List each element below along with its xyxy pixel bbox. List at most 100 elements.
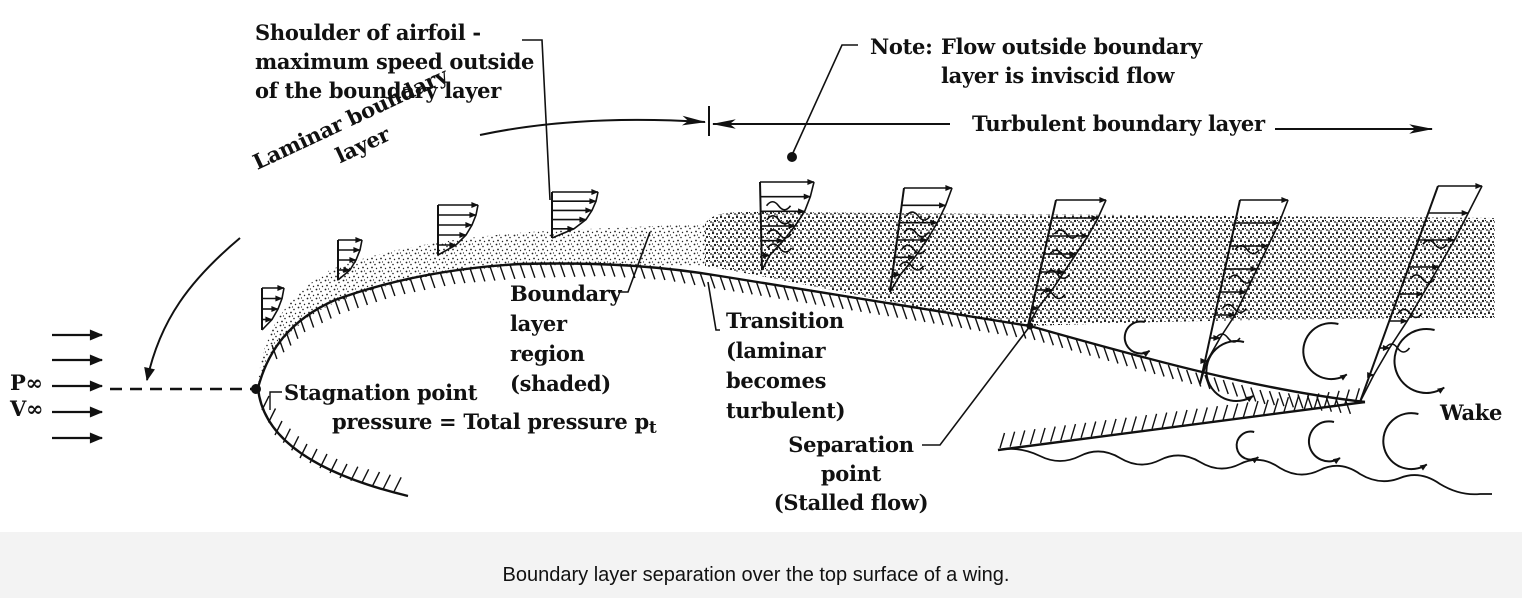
hatch-mark: [1186, 369, 1193, 385]
hatch-mark: [992, 319, 999, 335]
hatch-mark: [1344, 399, 1352, 415]
wake-eddy: [1302, 322, 1348, 381]
laminar-extent-arrow: [479, 115, 707, 136]
hatch-mark: [282, 428, 291, 443]
hatch-mark: [699, 272, 706, 287]
hatch-mark: [299, 443, 308, 459]
hatch-mark: [737, 278, 744, 294]
hatch-mark: [325, 304, 332, 319]
hatch-mark: [819, 291, 826, 307]
hatch-mark: [309, 448, 318, 464]
hatch-mark: [1278, 391, 1285, 407]
hatch-mark: [361, 290, 369, 306]
hatch-mark: [1181, 409, 1188, 426]
hatch-mark: [956, 313, 963, 329]
hatch-mark: [1110, 418, 1117, 435]
hatch-mark: [1242, 402, 1249, 418]
hatch-mark: [983, 318, 990, 333]
freestream-arrows: [52, 329, 104, 444]
hatch-mark: [728, 277, 735, 292]
hatch-mark: [292, 324, 299, 339]
separation-label: Separation point (Stalled flow): [773, 432, 929, 515]
hatch-mark: [1333, 390, 1340, 407]
hatch-mark: [1259, 389, 1266, 405]
hatch-mark: [399, 279, 406, 295]
wake-eddy: [1235, 430, 1259, 464]
wake-label: Wake: [1440, 400, 1503, 425]
hatch-mark: [746, 280, 753, 295]
hatch-mark: [1066, 336, 1073, 351]
hatch-mark: [459, 268, 466, 284]
hatch-mark: [1120, 417, 1127, 433]
hatch-mark: [1161, 412, 1168, 428]
hatch-mark: [1241, 384, 1248, 400]
turbulence-swirl: [1044, 269, 1071, 280]
hatch-mark: [1222, 379, 1229, 395]
hatch-mark: [882, 301, 890, 317]
hatch-mark: [1191, 408, 1198, 424]
profile-envelope: [337, 239, 363, 281]
hatch-mark: [261, 395, 270, 411]
hatch-mark: [569, 262, 576, 277]
hatch-mark: [810, 290, 817, 305]
hatch-mark: [380, 284, 387, 300]
turbulence-swirl: [903, 227, 929, 238]
hatch-mark: [974, 316, 981, 332]
hatch-mark: [1039, 427, 1046, 444]
separation-leader: [922, 325, 1031, 446]
figure-caption: Boundary layer separation over the top s…: [502, 564, 1010, 586]
hatch-mark: [764, 283, 772, 298]
hatch-mark: [649, 265, 656, 280]
turbulence-swirl: [1221, 303, 1248, 314]
turbulent-label: Turbulent boundary layer: [972, 111, 1265, 136]
hatch-mark: [1231, 382, 1239, 397]
hatch-mark: [1176, 367, 1184, 382]
profile-envelope: [889, 187, 953, 293]
turbulence-swirl: [1053, 229, 1080, 239]
hatch-mark: [1195, 372, 1202, 387]
wake-wavy-line: [997, 447, 1492, 496]
surface-hatching: [261, 261, 1361, 492]
hatch-mark: [1112, 349, 1119, 364]
hatch-mark: [1090, 421, 1097, 437]
turbulence-swirl: [901, 244, 927, 255]
hatch-mark: [469, 268, 476, 283]
profile-envelope: [437, 204, 479, 256]
hatch-mark: [937, 310, 944, 326]
turbulence-swirl: [766, 215, 792, 225]
hatch-mark: [1303, 394, 1310, 410]
hatch-mark: [619, 263, 626, 278]
turbulence-swirl: [1234, 244, 1260, 255]
hatch-mark: [639, 264, 646, 279]
turbulence-swirl: [1040, 289, 1066, 300]
hatch-mark: [782, 285, 790, 301]
separated-region: [1030, 318, 1495, 400]
hatch-mark: [1130, 354, 1138, 370]
hatch-mark: [271, 344, 278, 360]
hatch-mark: [343, 296, 350, 312]
profile-envelope: [761, 181, 815, 271]
turbulence-swirl: [1228, 274, 1254, 284]
hatch-mark: [755, 281, 762, 297]
turbulence-swirl: [766, 243, 793, 253]
hatch-mark: [1325, 397, 1333, 412]
hatch-mark: [1273, 398, 1279, 414]
hatch-mark: [409, 277, 416, 293]
hatch-mark: [278, 338, 285, 353]
stagnation-leader: [269, 391, 282, 410]
hatch-mark: [1019, 430, 1026, 446]
hatch-mark: [1202, 407, 1208, 423]
hatch-mark: [1344, 389, 1350, 405]
hatch-mark: [291, 436, 300, 451]
note-prefix: Note:: [870, 34, 933, 59]
hatch-mark: [489, 266, 496, 281]
hatch-mark: [719, 275, 726, 291]
profile-envelope: [1359, 185, 1483, 403]
turbulence-swirl: [1422, 239, 1448, 250]
wake-eddy: [1382, 412, 1428, 471]
hatch-mark: [801, 288, 808, 304]
transition-leader: [707, 281, 720, 331]
hatch-mark: [669, 267, 676, 282]
hatch-mark: [361, 469, 370, 484]
hatch-mark: [509, 264, 516, 280]
